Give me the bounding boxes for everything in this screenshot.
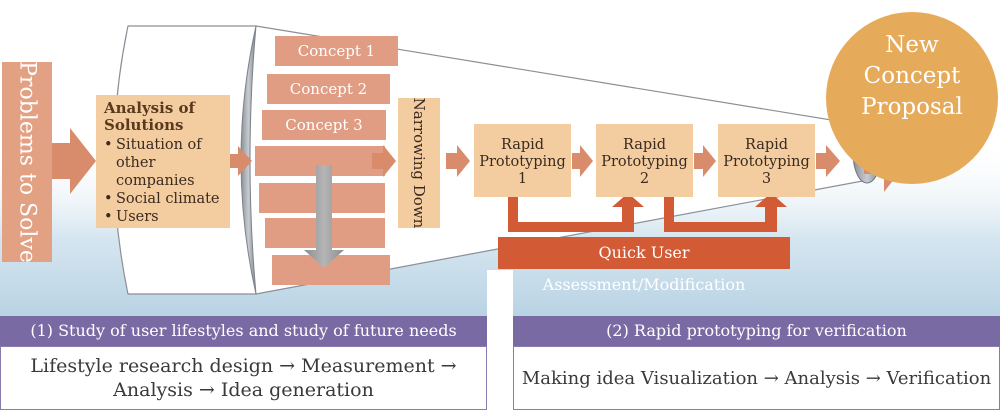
arrow-analysis-to-concepts xyxy=(230,146,252,176)
concept-box-2 xyxy=(267,74,390,104)
analysis-title: Analysis of Solutions xyxy=(104,99,195,134)
concept-label-1: Concept 1 xyxy=(297,42,376,60)
proto-1-number: 1 xyxy=(517,171,528,187)
feedback-loop-1 xyxy=(508,193,644,232)
stage1-body: Lifestyle research design → Measurement … xyxy=(0,346,487,410)
analysis-item-users: Users xyxy=(104,208,226,226)
proto-1-line2: Prototyping xyxy=(479,154,566,170)
proto-3-line2: Prototyping xyxy=(723,154,810,170)
new-concept-line3: Proposal xyxy=(861,94,963,120)
proto-2-number: 2 xyxy=(639,171,650,187)
analysis-of-solutions-box: Analysis of Solutions Situation of other… xyxy=(96,95,230,228)
new-concept-proposal-circle: New Concept Proposal xyxy=(826,12,998,184)
stage1-title: (1) Study of user lifestyles and study o… xyxy=(0,316,487,346)
down-arrow xyxy=(304,165,344,268)
arrow-narrowing-to-proto1 xyxy=(446,145,470,177)
arrow-proto2-to-proto3 xyxy=(694,145,716,177)
rapid-prototyping-3: Rapid Prototyping 3 xyxy=(718,124,815,197)
concept-label-3: Concept 3 xyxy=(285,116,363,134)
analysis-item-social-climate: Social climate xyxy=(104,190,226,208)
concept-box-3 xyxy=(262,110,386,140)
analysis-list: Situation of other companies Social clim… xyxy=(104,136,226,226)
problems-to-solve-box: Problems to Solve xyxy=(2,61,52,263)
proto-1-line1: Rapid xyxy=(500,137,545,153)
proto-3-number: 3 xyxy=(761,171,772,187)
stage1-line1: Lifestyle research design → Measurement … xyxy=(30,355,457,377)
proto-3-line1: Rapid xyxy=(744,137,789,153)
analysis-item-other-companies: Situation of other companies xyxy=(104,136,226,190)
stage1-line2: Analysis → Idea generation xyxy=(113,379,374,401)
arrow-proto3-to-mouth xyxy=(816,145,840,177)
concept-label-2: Concept 2 xyxy=(289,80,368,98)
arrow-proto1-to-proto2 xyxy=(572,145,593,177)
narrowing-down-box: Narrowing Down xyxy=(398,98,440,228)
stage2-title: (2) Rapid prototyping for verification xyxy=(513,316,1000,346)
stage2-body: Making idea Visualization → Analysis → V… xyxy=(513,346,1000,410)
concept-box-1 xyxy=(275,36,398,66)
narrowing-down-label: Narrowing Down xyxy=(410,97,428,229)
new-concept-line2: Concept xyxy=(863,63,961,89)
problems-to-solve-label: Problems to Solve xyxy=(14,61,40,263)
proto-2-line1: Rapid xyxy=(622,137,667,153)
rapid-prototyping-2: Rapid Prototyping 2 xyxy=(596,124,693,197)
feedback-loop-2 xyxy=(664,193,787,232)
proto-2-line2: Prototyping xyxy=(601,154,688,170)
arrow-concepts-to-narrowing xyxy=(372,145,396,177)
rapid-prototyping-1: Rapid Prototyping 1 xyxy=(474,124,571,197)
new-concept-line1: New xyxy=(885,32,939,58)
sky-gap xyxy=(487,270,513,320)
quick-user-assessment-box: Quick User Assessment/Modification xyxy=(498,237,790,294)
arrow-problems-to-analysis xyxy=(46,128,96,194)
